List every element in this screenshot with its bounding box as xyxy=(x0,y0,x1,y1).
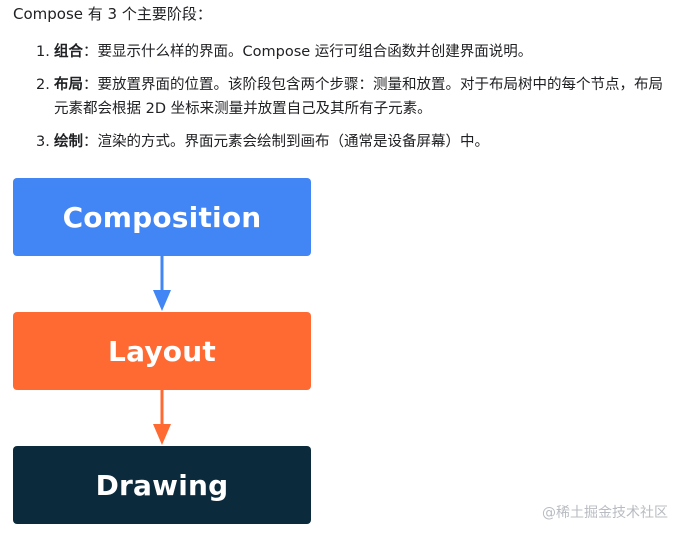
step-description: 渲染的方式。界面元素会绘制到画布（通常是设备屏幕）中。 xyxy=(97,134,490,150)
watermark: @稀土掘金技术社区 xyxy=(542,505,668,521)
list-item: 3.绘制：渲染的方式。界面元素会绘制到画布（通常是设备屏幕）中。 xyxy=(36,130,672,154)
arrow-head xyxy=(153,424,171,445)
step-term: 布局 xyxy=(54,77,83,93)
step-separator: ： xyxy=(83,44,98,60)
phase-diagram: Composition Layout Drawing xyxy=(13,178,311,524)
step-description: 要显示什么样的界面。Compose 运行可组合函数并创建界面说明。 xyxy=(97,44,533,60)
down-arrow-icon xyxy=(153,390,171,445)
step-description: 要放置界面的位置。该阶段包含两个步骤：测量和放置。对于布局树中的每个节点，布局元… xyxy=(54,77,663,117)
down-arrow-icon xyxy=(153,256,171,311)
step-separator: ： xyxy=(83,134,98,150)
step-number: 1. xyxy=(36,44,50,60)
drawing-box: Drawing xyxy=(13,446,311,524)
list-item: 1.组合：要显示什么样的界面。Compose 运行可组合函数并创建界面说明。 xyxy=(36,40,672,64)
step-term: 组合 xyxy=(54,44,83,60)
step-separator: ： xyxy=(83,77,98,93)
composition-box: Composition xyxy=(13,178,311,256)
layout-box: Layout xyxy=(13,312,311,390)
step-number: 3. xyxy=(36,134,50,150)
intro-text: Compose 有 3 个主要阶段： xyxy=(13,5,212,23)
step-term: 绘制 xyxy=(54,134,83,150)
list-item: 2.布局：要放置界面的位置。该阶段包含两个步骤：测量和放置。对于布局树中的每个节… xyxy=(36,73,672,121)
step-number: 2. xyxy=(36,77,50,93)
arrow-head xyxy=(153,290,171,311)
phase-list: 1.组合：要显示什么样的界面。Compose 运行可组合函数并创建界面说明。 2… xyxy=(36,40,672,163)
